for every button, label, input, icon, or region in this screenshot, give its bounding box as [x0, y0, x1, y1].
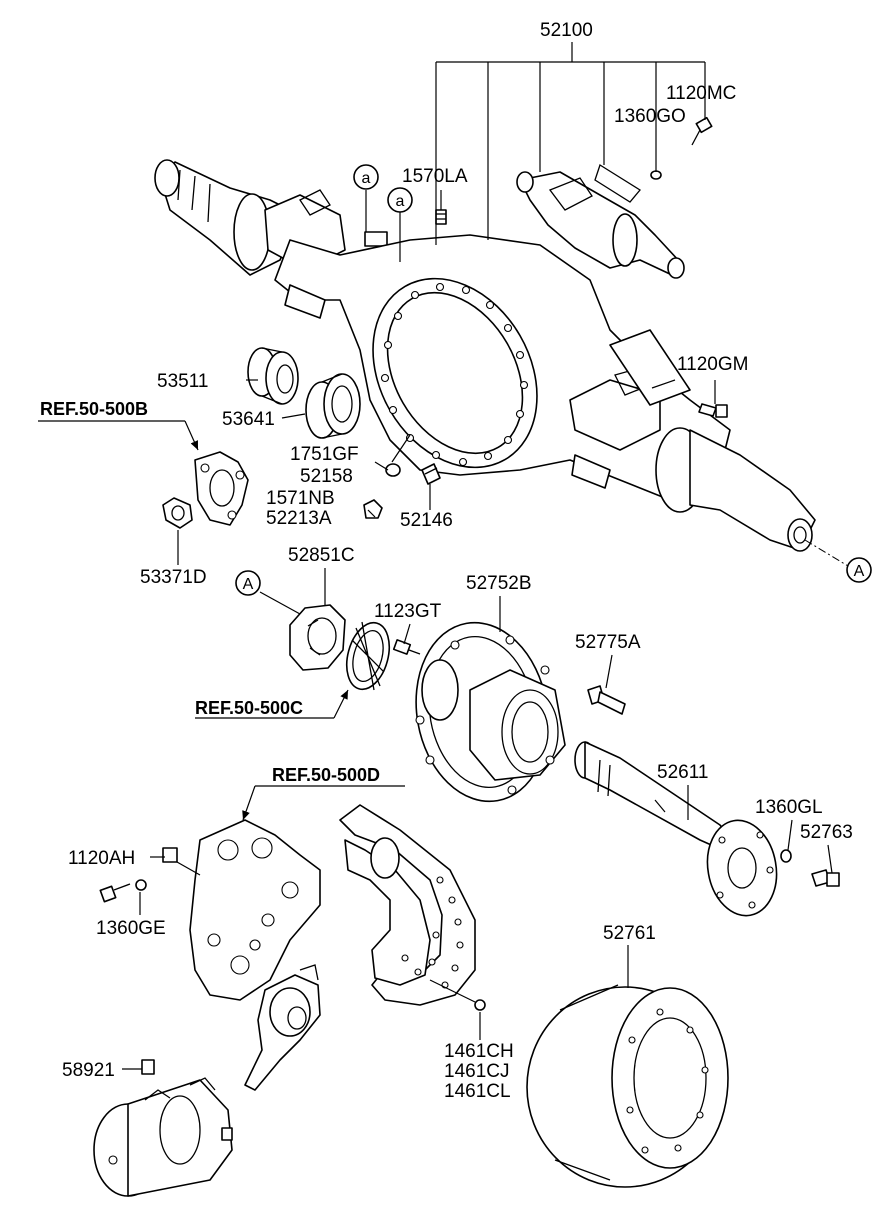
leader-lines	[38, 42, 833, 1070]
part-labels: 52100 1120MC 1360GO 1570LA 53511 53641 1…	[62, 20, 853, 1102]
label-1461cj: 1461CJ	[444, 1061, 510, 1082]
label-52752b: 52752B	[466, 573, 532, 594]
ref-50-500c: REF.50-500C	[195, 698, 303, 718]
marker-A-2: A	[235, 570, 261, 596]
axle-housing	[154, 159, 849, 567]
companion-flange	[194, 451, 249, 526]
bolt-1123gt	[392, 639, 421, 655]
label-1360gl: 1360GL	[755, 797, 823, 818]
washer-52158	[385, 463, 401, 477]
label-52761: 52761	[603, 923, 656, 944]
label-1751gf: 1751GF	[290, 444, 359, 465]
plug-52213a	[363, 499, 383, 519]
axle-shaft-52611	[574, 741, 778, 917]
label-1120mc: 1120MC	[666, 83, 736, 104]
hub-nut-52851c	[289, 604, 346, 671]
label-53371d: 53371D	[140, 567, 207, 588]
washer-1360gl	[780, 849, 792, 863]
ref-50-500b: REF.50-500B	[40, 399, 148, 419]
label-52213a: 52213A	[266, 508, 332, 529]
washer-1360go	[650, 170, 662, 180]
rivet-1461ch	[474, 999, 486, 1011]
label-53641: 53641	[222, 409, 275, 430]
svg-text:A: A	[243, 576, 254, 593]
label-1123gt: 1123GT	[374, 601, 442, 622]
label-1571nb: 1571NB	[266, 488, 335, 509]
marker-a-1: a	[353, 164, 379, 190]
marker-A-1: A	[846, 557, 872, 583]
clip-block	[162, 847, 178, 863]
plug-52146	[421, 463, 441, 485]
washer-1360ge	[135, 879, 147, 891]
slack-adjuster	[244, 964, 321, 1091]
bolt-1120mc	[691, 116, 713, 146]
svg-text:a: a	[362, 170, 371, 187]
svg-text:a: a	[396, 193, 405, 210]
label-52763: 52763	[800, 822, 853, 843]
bolt-52763	[811, 869, 840, 887]
ring-gear-washer	[345, 621, 391, 691]
label-53511: 53511	[157, 371, 208, 392]
banjo-bolt-holes	[380, 282, 529, 467]
ref-50-500d: REF.50-500D	[272, 765, 380, 785]
label-52158: 52158	[300, 466, 353, 487]
svg-text:A: A	[854, 563, 865, 580]
label-1570la: 1570LA	[402, 166, 468, 187]
label-1360ge: 1360GE	[96, 918, 166, 939]
label-1461ch: 1461CH	[444, 1041, 514, 1062]
label-1360go: 1360GO	[614, 106, 686, 127]
marker-a-2: a	[387, 187, 413, 213]
label-52146: 52146	[400, 510, 453, 531]
nut-53371d	[162, 497, 193, 529]
sensor-58921	[141, 1059, 155, 1075]
hub-52752b	[415, 621, 566, 803]
spring-seat-assembly	[516, 164, 685, 279]
bearing-53641	[305, 373, 361, 439]
label-52851c: 52851C	[288, 545, 355, 566]
bearing-53511	[247, 347, 299, 405]
brake-shoe	[339, 804, 476, 1006]
label-52100: 52100	[540, 20, 593, 41]
breather-1570la	[435, 209, 447, 225]
reference-labels: REF.50-500B REF.50-500C REF.50-500D	[40, 399, 380, 785]
label-1461cl: 1461CL	[444, 1081, 511, 1102]
label-1120gm: 1120GM	[677, 354, 748, 375]
stud-52775a	[587, 685, 626, 715]
label-1120ah: 1120AH	[68, 848, 135, 869]
brake-drum-52761	[526, 984, 729, 1188]
bolt-1120gm	[698, 403, 728, 418]
label-52611: 52611	[657, 762, 708, 783]
brake-chamber	[93, 1077, 233, 1197]
brake-spider	[189, 819, 321, 1001]
bolt-1120ah	[99, 883, 131, 903]
label-52775a: 52775A	[575, 632, 641, 653]
label-58921: 58921	[62, 1060, 115, 1081]
